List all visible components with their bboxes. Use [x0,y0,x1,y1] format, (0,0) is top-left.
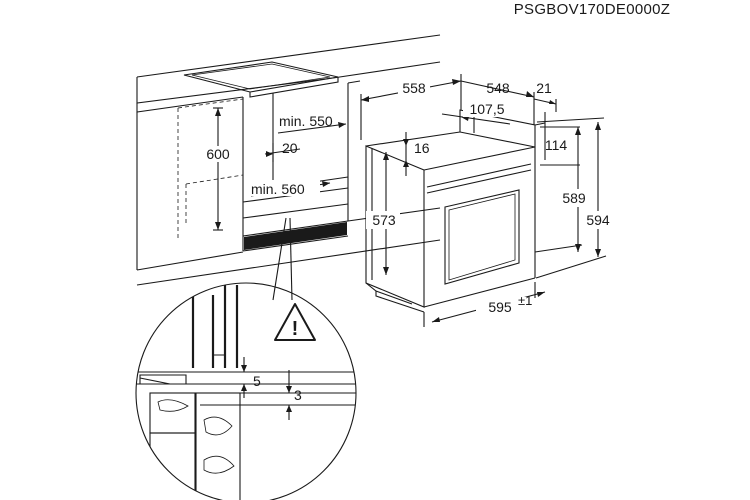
dim-min-550: min. 550 [277,113,347,134]
dim-558: 558 [360,74,462,140]
dim-20: 20 [264,140,301,162]
dim-21: 21 [533,80,557,112]
label-gap-5: 5 [253,373,261,389]
label-589: 589 [562,190,586,206]
dim-589: 589 [534,127,592,253]
label-tolerance: ±1 [518,293,532,308]
dim-min-560: min. 560 [248,180,331,197]
dim-107-5: 107,5 [441,101,511,125]
oven-window [444,189,520,285]
label-107-5: 107,5 [469,101,504,117]
label-558: 558 [402,80,426,96]
label-min-550: min. 550 [279,113,333,129]
label-16: 16 [414,140,430,156]
dim-16: 16 [403,132,430,176]
label-595: 595 [488,299,512,315]
label-20: 20 [282,140,298,156]
dim-573: 573 [366,152,400,275]
model-code: PSGBOV170DE0000Z [514,1,671,18]
oven [365,109,546,313]
dim-595: 595 ±1 [423,282,546,327]
warning-symbol: ! [292,318,299,340]
warning-triangle-icon: ! [274,303,316,341]
label-600: 600 [206,146,230,162]
dim-548: 548 [460,80,535,125]
label-21: 21 [536,80,552,96]
label-573: 573 [372,212,396,228]
label-594: 594 [586,212,610,228]
label-548: 548 [486,80,510,96]
dim-594: 594 [535,117,622,279]
label-gap-3: 3 [294,387,302,403]
detail-view: 5 3 [135,282,357,500]
plinth [244,222,347,250]
label-min-560: min. 560 [251,181,305,197]
kitchen-cabinet [136,34,441,286]
dim-600: 600 [202,107,236,231]
dim-114: 114 [540,112,580,166]
label-114: 114 [545,137,568,153]
